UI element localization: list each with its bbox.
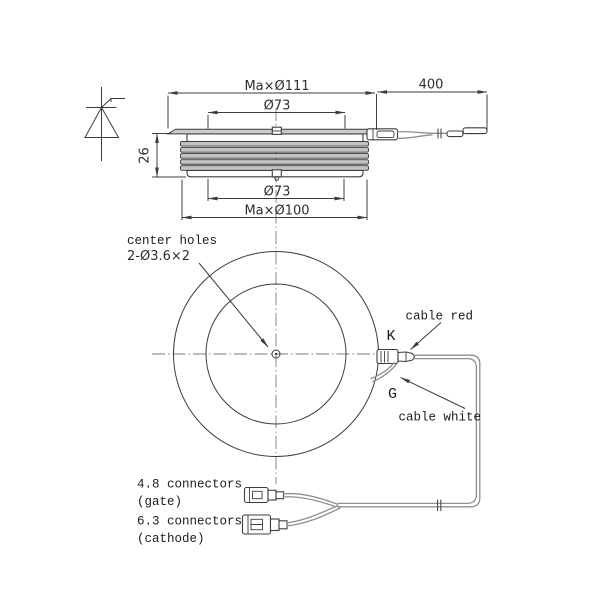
cathode-connector-latch (250, 518, 263, 531)
connector-assembly: 4.8 connectors (gate) 6.3 connectors (ca… (137, 478, 341, 546)
rib-3 (180, 153, 369, 159)
ext-lines-face-top (207, 115, 346, 129)
dim-lead-length-label: 400 (419, 78, 444, 93)
terminal-k-label: K (386, 328, 395, 345)
lead-block (366, 128, 399, 141)
cable-white-label: cable white (399, 411, 482, 425)
cathode-connector-edge (247, 515, 263, 534)
k-tab-crimp-lines (380, 351, 389, 363)
side-lead-assembly (366, 127, 488, 141)
cathode-crimp-1 (269, 518, 280, 532)
lead-block-slot (376, 130, 395, 139)
gate-wire-1 (282, 492, 339, 505)
lead-terminal-2 (462, 127, 488, 135)
symbol-gate-line (101, 98, 125, 108)
cathode-connector (241, 504, 341, 535)
rib-2 (180, 147, 369, 153)
gate-connector (243, 486, 339, 507)
terminal-g-label: G (388, 386, 397, 403)
k-terminal (337, 348, 481, 511)
center-holes-label: center holes (127, 234, 217, 248)
cathode-wire-1 (286, 504, 339, 524)
cathode-connector-label-line2: (cathode) (137, 532, 205, 546)
k-tab (376, 348, 399, 365)
symbol-anode-triangle (84, 106, 120, 138)
red-cable-outer (337, 354, 481, 508)
center-holes-spec: 2-Ø3.6×2 (127, 249, 190, 264)
bottom-stud-tip (273, 176, 280, 181)
side-view (166, 126, 488, 181)
cable-red-leader (410, 322, 442, 350)
top-pole (186, 133, 364, 143)
dim-max-bottom-label: Ma×Ø100 (244, 204, 309, 219)
bottom-stud (271, 169, 282, 178)
cathode-wire-2 (286, 507, 341, 527)
gate-connector-body (243, 486, 269, 504)
center-holes-leader (198, 262, 269, 348)
gate-connector-latch (252, 490, 263, 500)
dim-face-top-label: Ø73 (264, 99, 291, 114)
center-hole (271, 349, 281, 359)
red-cable-inner (337, 357, 478, 505)
gate-connector-label-line2: (gate) (137, 495, 182, 509)
dim-max-top-label: Ma×Ø111 (244, 79, 309, 94)
center-hole-dot (274, 352, 278, 356)
dim-face-bottom-label: Ø73 (264, 185, 291, 200)
rib-1 (180, 141, 369, 147)
rib-4 (180, 159, 369, 165)
ext-lines-max-top (167, 94, 377, 130)
cathode-connector-label-line1: 6.3 connectors (137, 515, 242, 529)
gate-connector-label-line1: 4.8 connectors (137, 478, 242, 492)
gate-crimp-2 (275, 491, 285, 500)
cable-white-leader (400, 377, 466, 409)
thyristor-symbol (84, 87, 125, 161)
wire-break-mark-bottom (437, 499, 442, 511)
flange (166, 128, 375, 135)
top-view: center holes 2-Ø3.6×2 K G cable red cabl… (127, 234, 481, 511)
cable-red-label: cable red (406, 310, 474, 324)
white-cable-line1 (370, 362, 395, 380)
gate-wire-2 (282, 496, 336, 507)
lead-terminal-1 (446, 130, 464, 138)
wire-break-mark-top (437, 128, 442, 139)
cathode-crimp-2 (278, 520, 288, 530)
dimensions: Ma×Ø111 Ø73 400 26 Ø73 Ma×Ø100 (138, 78, 488, 220)
ext-lines-max-bottom (181, 179, 368, 220)
lead-wire-white (396, 134, 433, 139)
dim-height-label: 26 (138, 147, 153, 164)
inner-circle (205, 283, 347, 425)
white-cable-line2 (372, 363, 397, 383)
gate-crimp-1 (267, 489, 277, 501)
lead-wire-red (396, 130, 487, 134)
